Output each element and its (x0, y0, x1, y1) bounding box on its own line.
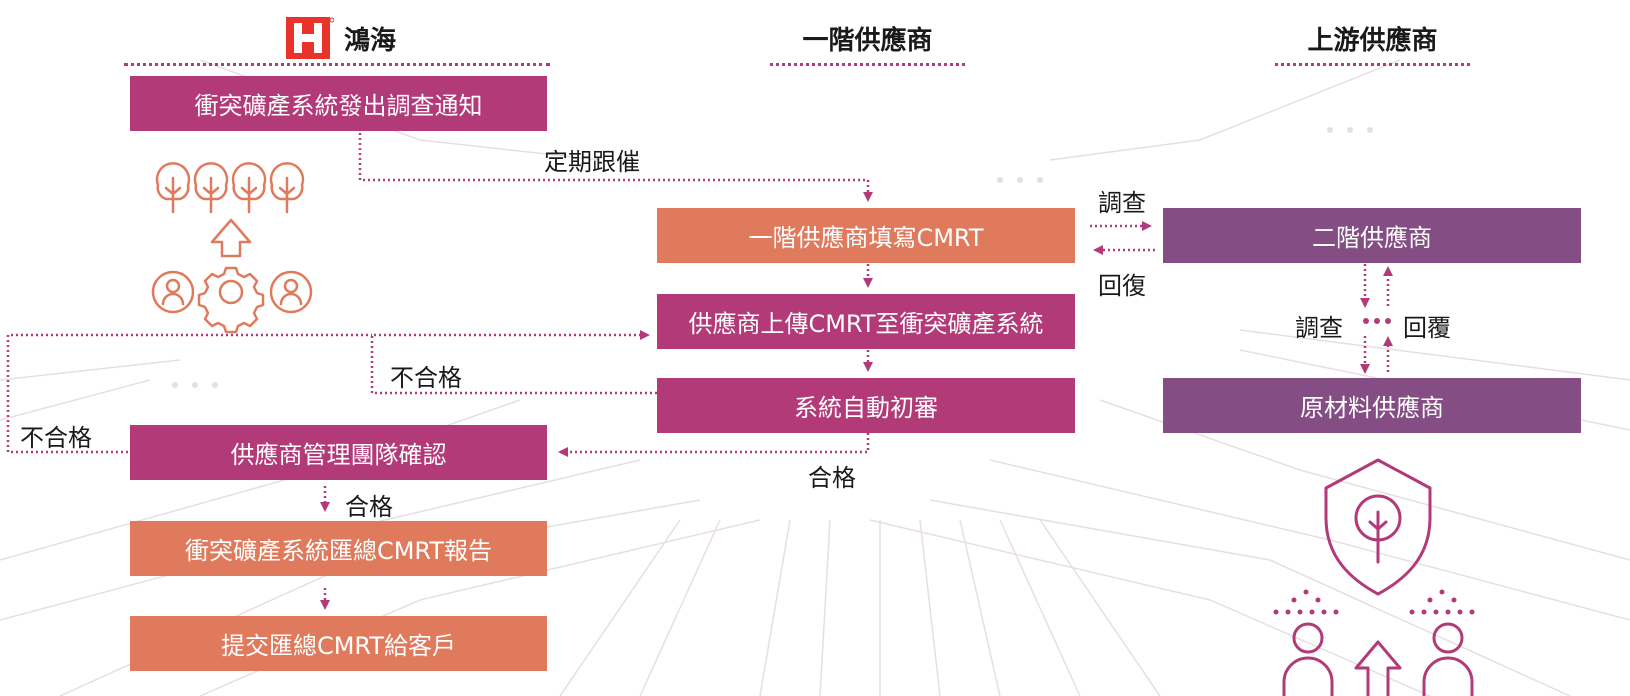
team-confirm-box: 供應商管理團隊確認 (130, 425, 547, 480)
tree-icon (155, 162, 191, 214)
foxconn-logo-icon (285, 17, 334, 59)
tier2-box: 二階供應商 (1163, 208, 1581, 263)
connector-dot (1363, 318, 1369, 324)
submit-box: 提交匯總CMRT給客戶 (130, 616, 547, 671)
person-icon (269, 270, 313, 314)
tree-icon (231, 162, 267, 214)
up-arrow-icon (210, 218, 252, 258)
connector-dot (1374, 318, 1380, 324)
review-fail-connector (370, 330, 657, 395)
investigate-label-raw: 調查 (1295, 314, 1343, 342)
team-fail-connector (6, 333, 372, 454)
person-icon (1422, 622, 1474, 696)
auto-review-box: 系統自動初審 (657, 378, 1075, 433)
upstream-header-rule (1275, 63, 1470, 66)
investigate-label-tier2: 調查 (1098, 189, 1146, 217)
person-icon (151, 270, 195, 314)
gear-icon (197, 266, 265, 334)
upload-box: 供應商上傳CMRT至衝突礦產系統 (657, 294, 1075, 349)
fail-label-review: 不合格 (390, 364, 462, 392)
summary-report-box: 衝突礦產系統匯總CMRT報告 (130, 521, 547, 576)
follow-up-connector (358, 133, 873, 202)
connector-dot (1385, 318, 1391, 324)
follow-up-label: 定期跟催 (544, 148, 640, 176)
reply-label-tier2: 回復 (1098, 272, 1146, 300)
fail-label-team: 不合格 (20, 424, 92, 452)
tree-icon (193, 162, 229, 214)
upstream-header: 上游供應商 (1307, 25, 1438, 56)
review-to-team-connector (558, 433, 870, 457)
hon-hai-title: 鴻海 (343, 25, 396, 56)
shield-tree-icon (1324, 458, 1432, 596)
hon-hai-header: 鴻海 (276, 17, 406, 59)
reply-label-raw: 回覆 (1403, 314, 1451, 342)
hon-hai-header-rule (124, 63, 550, 66)
tier1-fill-box: 一階供應商填寫CMRT (657, 208, 1075, 263)
raw-material-box: 原材料供應商 (1163, 378, 1581, 433)
pass-label-team: 合格 (345, 493, 393, 521)
notify-box: 衝突礦產系統發出調查通知 (130, 76, 547, 131)
pass-label-review: 合格 (808, 464, 856, 492)
tier1-header: 一階供應商 (802, 25, 933, 56)
sparkle-dots (1273, 589, 1475, 615)
tier1-header-rule (770, 63, 965, 66)
up-arrow-icon (1354, 640, 1402, 696)
tree-icon (269, 162, 305, 214)
person-icon (1282, 622, 1334, 696)
